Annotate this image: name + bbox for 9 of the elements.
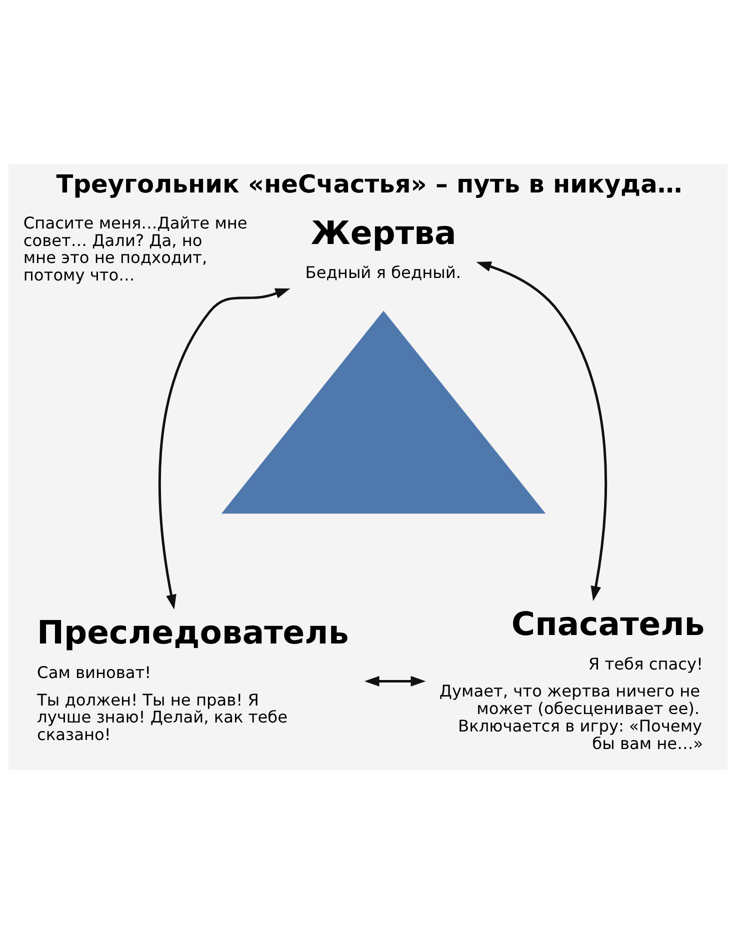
- node-text: Жертва Бедный я бедный.: [305, 214, 462, 282]
- diagram-title: Треугольник «неСчастья» – путь в никуда…: [56, 170, 682, 199]
- node-triangle: [221, 310, 546, 514]
- arrow: [158, 288, 290, 610]
- arrow: [364, 676, 426, 686]
- label: Спасите меня…Дайте мне совет… Дали? Да, но мне это не подходит, потому что…: [23, 213, 248, 285]
- arrow: [476, 261, 607, 602]
- node-text: Спасатель Я тебя спасу! Думает, что жертва ничего не может (обесценивает ее). Включается в игру: «Почему бы вам не…»: [439, 605, 705, 753]
- node-text: Преследователь Сам виноват! Ты должен! Ты не прав! Я лучше знаю! Делай, как тебе сказано!: [37, 614, 349, 744]
